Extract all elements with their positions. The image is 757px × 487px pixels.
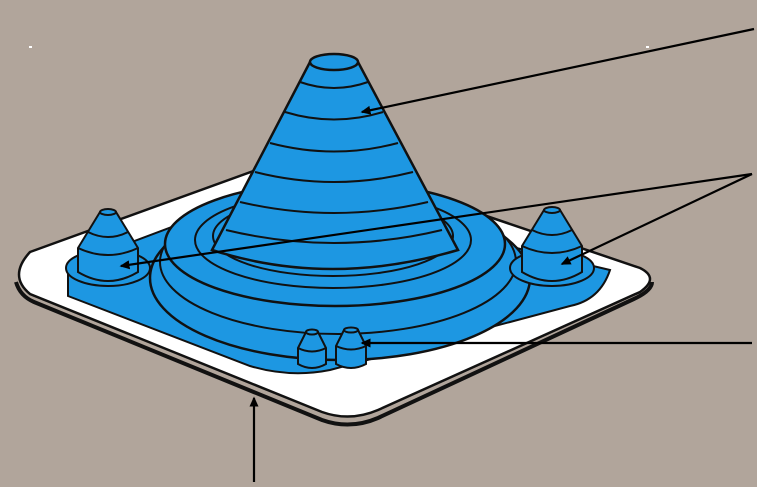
side-cone-right: [509, 206, 595, 287]
speck-mark: [29, 46, 32, 48]
speck-mark: [646, 46, 649, 48]
main-cone: [210, 52, 460, 271]
side-cone-right-arrow: [560, 173, 753, 265]
front-nozzle-right: [335, 326, 367, 369]
front-nozzle-left: [297, 328, 327, 369]
cone-arrow: [360, 27, 755, 115]
callout-arrows: [119, 27, 755, 482]
side-cone-left-arrow: [119, 172, 753, 270]
